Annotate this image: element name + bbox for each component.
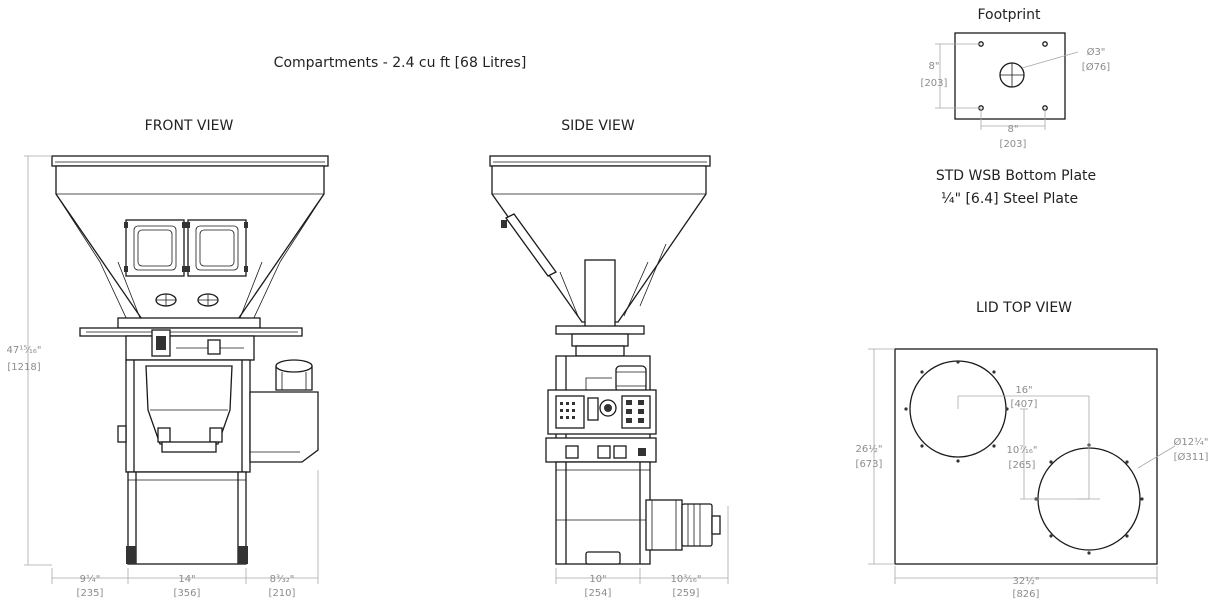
lid-bolt-holes (904, 360, 1144, 555)
front-valve-ports (155, 293, 219, 307)
side-view-title: SIDE VIEW (561, 118, 635, 134)
lid-spacing-x-mm: [407] (1011, 399, 1038, 410)
side-right-dim: 10³⁄₁₆" (670, 574, 701, 585)
front-mixer-motor (249, 359, 319, 463)
lid-width-mm: [826] (1013, 589, 1040, 600)
fp-hole-mm: [Ø76] (1082, 61, 1110, 73)
front-height-mm: [1218] (7, 362, 40, 373)
fp-height-mm: [203] (921, 78, 948, 89)
side-left-mm: [254] (585, 588, 612, 599)
front-right-mm: [210] (269, 588, 296, 599)
fp-height-dim: 8" (929, 61, 940, 72)
front-left-mm: [235] (77, 588, 104, 599)
side-stand (555, 461, 651, 565)
lid-hole-mm: [Ø311] (1174, 451, 1209, 463)
front-view-title: FRONT VIEW (145, 118, 234, 134)
footprint-title: Footprint (977, 7, 1041, 23)
side-left-dim: 10" (589, 574, 606, 585)
lid-height-dim: 26½" (855, 443, 882, 455)
side-view-drawing: 10" [254] 10³⁄₁₆" [259] (489, 155, 729, 599)
front-mid-dim: 14" (178, 574, 195, 585)
front-height-dim: 47¹⁵⁄₁₆" (6, 345, 41, 356)
steel-plate-label: ¼" [6.4] Steel Plate (941, 191, 1078, 207)
front-right-dim: 8³⁄₃₂" (270, 574, 295, 585)
front-weigh-bin (145, 365, 233, 445)
lid-top-view-drawing (868, 348, 1176, 584)
lid-spacing-y-dim: 10⁷⁄₁₆" (1006, 445, 1037, 456)
side-right-mm: [259] (673, 588, 700, 599)
fp-width-mm: [203] (1000, 139, 1027, 150)
lid-height-mm: [673] (856, 459, 883, 470)
footprint-drawing (935, 32, 1079, 130)
lid-spacing-x-dim: 16" (1015, 385, 1032, 396)
fp-hole-dim: Ø3" (1087, 46, 1106, 58)
front-top-plate (117, 317, 261, 329)
lid-top-view-title: LID TOP VIEW (976, 300, 1072, 316)
lid-spacing-y-mm: [265] (1009, 460, 1036, 471)
lid-width-dim: 32½" (1012, 575, 1039, 587)
side-dimensions (555, 506, 729, 584)
front-dimensions (24, 155, 319, 584)
front-view-drawing: 47¹⁵⁄₁₆" [1218] 9¼" [235] 14" [356] 8³⁄₃… (6, 155, 329, 599)
front-stand (127, 471, 247, 565)
compartments-label: Compartments - 2.4 cu ft [68 Litres] (274, 55, 527, 71)
bottom-plate-label: STD WSB Bottom Plate (936, 168, 1096, 184)
front-hopper-lid (51, 155, 329, 167)
front-left-dim: 9¼" (80, 573, 101, 585)
side-gear-motor (645, 499, 721, 551)
front-inspection-windows (124, 219, 248, 277)
side-neck-tube (584, 259, 616, 329)
front-mid-mm: [356] (174, 588, 201, 599)
side-hopper-lid (489, 155, 711, 167)
fp-width-dim: 8" (1008, 124, 1019, 135)
side-access-door (505, 213, 557, 277)
lid-hole-dim: Ø12¼" (1174, 436, 1209, 448)
